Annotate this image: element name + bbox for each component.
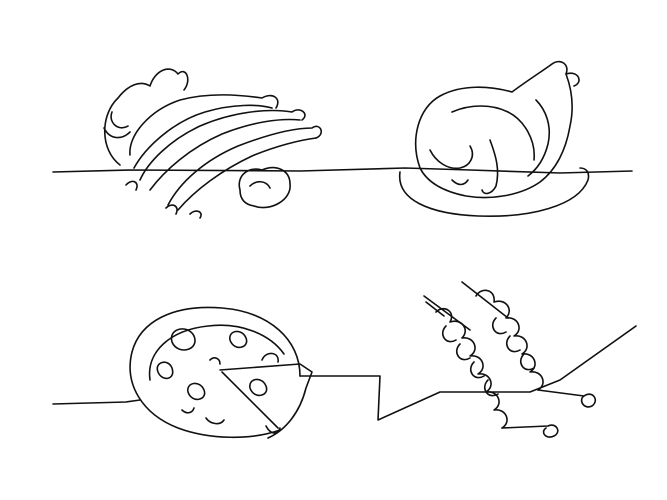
bottom-baseline xyxy=(52,325,637,421)
roast-chicken-illustration xyxy=(399,60,590,218)
top-baseline xyxy=(52,167,633,174)
kebab-skewers-illustration xyxy=(423,281,597,438)
sausages-illustration xyxy=(103,68,323,219)
pizza-illustration xyxy=(129,306,313,439)
